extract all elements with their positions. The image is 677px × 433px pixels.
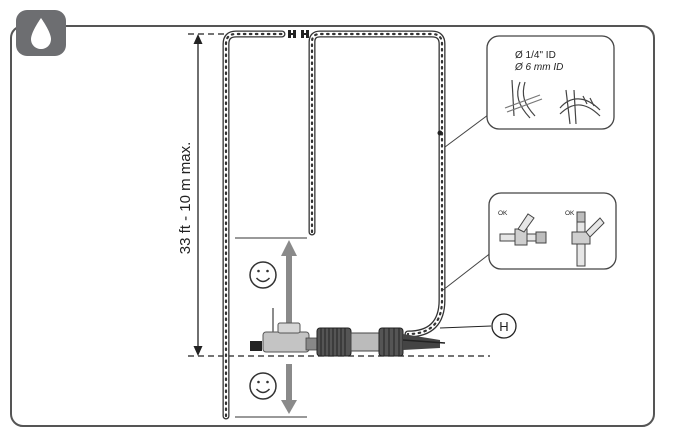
connection-callout-leader (442, 251, 493, 291)
water-drop-badge (16, 10, 66, 56)
vertical-connection-illustration (571, 211, 605, 267)
connection-ok-right: OK (565, 210, 575, 217)
pump-sensor-body (316, 327, 446, 357)
horizontal-connection-illustration (499, 213, 547, 246)
lower-smiley-icon (249, 372, 277, 400)
tubing-diameter-inch: Ø 1/4" ID (515, 50, 556, 61)
pump-marker-letter: H (499, 319, 508, 334)
drain-hose (222, 30, 446, 420)
up-arrow (281, 240, 297, 330)
curved-tube-illustration (559, 89, 601, 125)
down-arrow (281, 364, 297, 414)
height-dimension-arrow (193, 34, 203, 356)
condensate-pump (250, 308, 319, 353)
connection-ok-left: OK (498, 210, 508, 217)
hose-clip-marks (288, 30, 443, 136)
tubing-callout-leader (444, 111, 493, 148)
upper-smiley-icon (249, 261, 277, 289)
tubing-diameter-mm: Ø 6 mm ID (514, 62, 563, 73)
pump-marker-circle (491, 313, 517, 339)
pump-marker-leader (439, 325, 492, 329)
water-drop-icon (31, 18, 51, 49)
kinked-tube-illustration (504, 79, 543, 119)
height-dimension-label: 33 ft - 10 m max. (177, 142, 194, 255)
connection-callout-box (488, 192, 617, 270)
